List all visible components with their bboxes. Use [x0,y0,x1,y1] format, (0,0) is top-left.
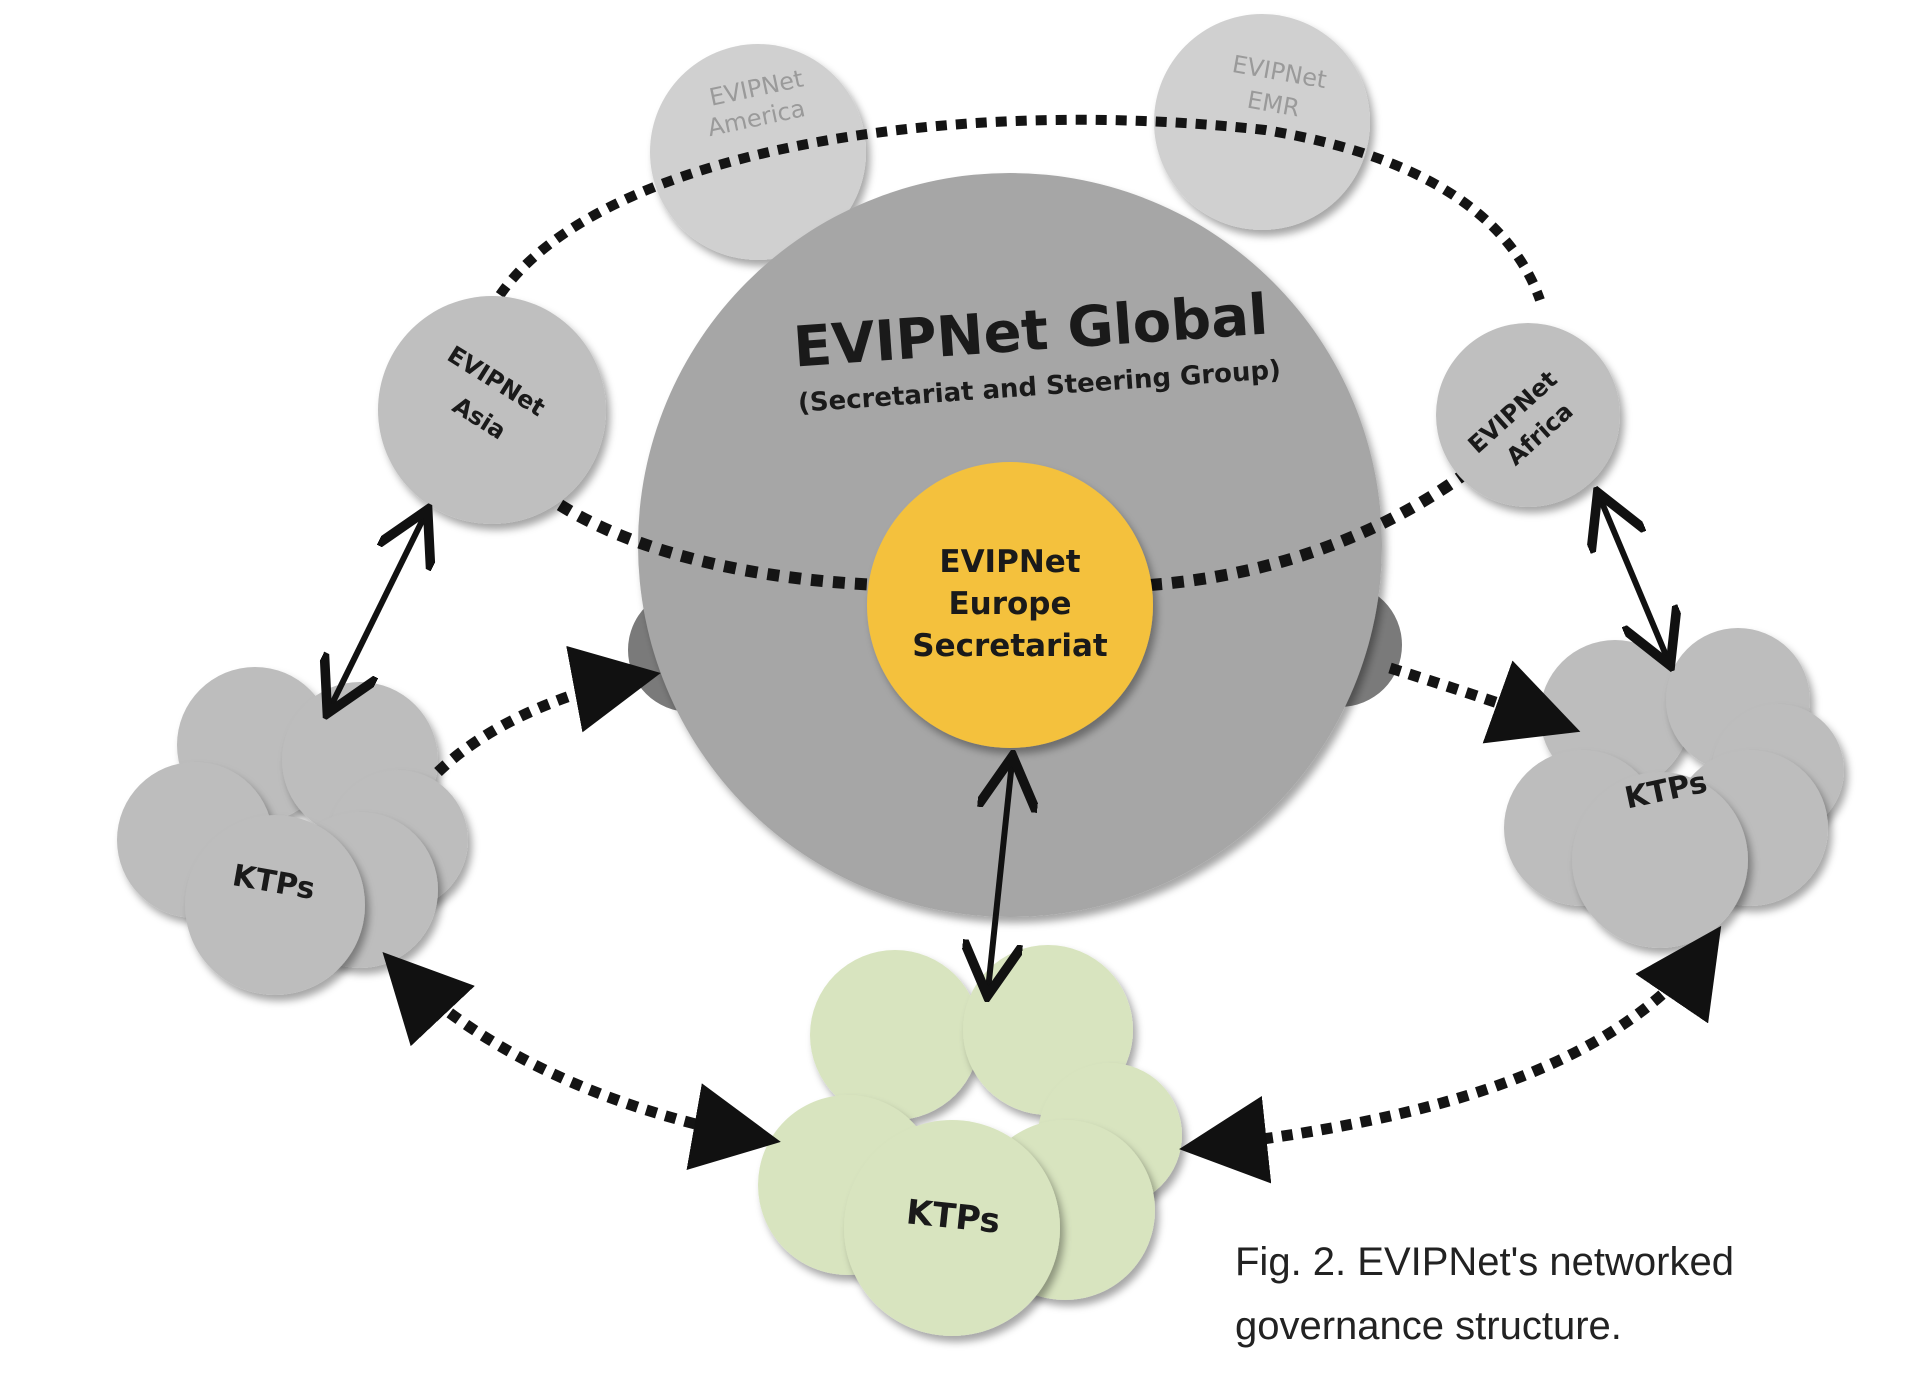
africa-node: EVIPNet Africa [1436,323,1620,507]
arrow-ktp-right-bottom [1179,925,1722,1184]
link-europe-africa [1149,465,1474,591]
europe-label-1: EVIPNet [939,544,1080,580]
europe-label-2: Europe [948,586,1071,622]
arrow-asia-ktp-left [330,515,425,708]
ktp-cluster-right: KTPs [1504,628,1844,948]
caption-line-2: governance structure. [1235,1304,1622,1348]
arrow-ktp-left-bottom [382,951,781,1170]
arrow-global-ktp-right [1388,660,1581,744]
arrow-europe-ktp-bottom [988,762,1012,990]
network-ring-top [495,114,1545,302]
ktp-bottom-label: KTPs [904,1192,1002,1242]
europe-node: EVIPNet Europe Secretariat [867,462,1153,748]
link-asia-europe [556,499,881,591]
figure-caption: Fig. 2. EVIPNet's networked governance s… [1235,1230,1855,1358]
caption-line-1: Fig. 2. EVIPNet's networked [1235,1240,1734,1284]
asia-node: EVIPNet Asia [378,296,606,524]
ktp-cluster-left: KTPs [117,667,468,995]
emr-node: EVIPNet EMR [1154,14,1370,230]
arrow-ktp-left-global [434,645,661,776]
arrow-africa-ktp-right [1600,498,1668,660]
europe-label-3: Secretariat [912,628,1108,664]
ktp-cluster-bottom: KTPs [758,945,1182,1336]
